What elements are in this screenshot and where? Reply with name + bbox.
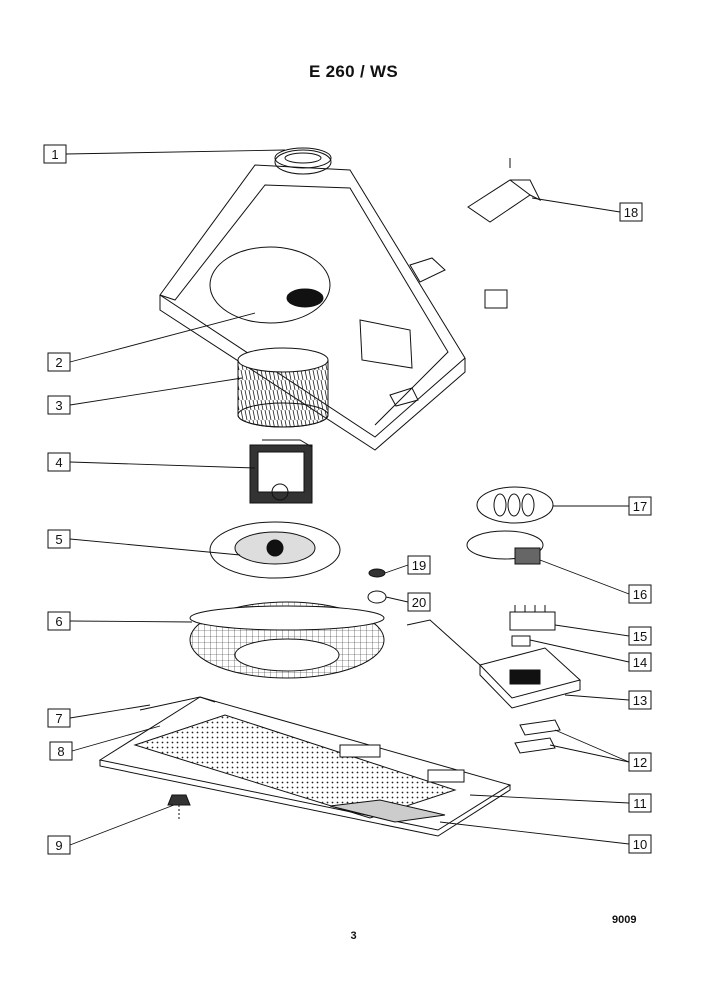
lamp-cover [476, 486, 554, 524]
callout-20: 20 [412, 595, 426, 610]
lamp [466, 530, 544, 565]
callout-10: 10 [633, 837, 647, 852]
blower-wheel [237, 347, 329, 428]
brackets [514, 719, 561, 754]
callout-7: 7 [55, 711, 62, 726]
callout-16: 16 [633, 587, 647, 602]
callout-18: 18 [624, 205, 638, 220]
callout-5: 5 [55, 532, 62, 547]
callout-15: 15 [633, 629, 647, 644]
callout-1: 1 [51, 147, 58, 162]
callout-19: 19 [412, 558, 426, 573]
knob [167, 794, 191, 820]
callout-17: 17 [633, 499, 647, 514]
small-knobs [367, 568, 387, 604]
motor [249, 439, 313, 504]
switch-strip [509, 605, 556, 647]
diagram-title: E 260 / WS [309, 62, 398, 81]
motor-plate [209, 521, 341, 579]
control-box [406, 619, 582, 709]
page-number: 3 [350, 930, 357, 942]
callout-8: 8 [57, 744, 64, 759]
callout-boxes [43, 144, 652, 855]
leader-lines [65, 149, 630, 846]
callout-labels: 1 2 3 4 5 6 7 8 9 10 11 12 13 14 15 16 1… [51, 147, 647, 853]
vent-cap [274, 147, 332, 175]
document-code: 9009 [612, 914, 637, 926]
switch-bracket [467, 158, 542, 309]
mesh-filter [189, 601, 385, 679]
callout-3: 3 [55, 398, 62, 413]
callout-14: 14 [633, 655, 647, 670]
callout-9: 9 [55, 838, 62, 853]
callout-6: 6 [55, 614, 62, 629]
front-strip [329, 799, 446, 823]
bottom-panel [98, 696, 512, 837]
callout-13: 13 [633, 693, 647, 708]
callout-4: 4 [55, 455, 62, 470]
callout-11: 11 [633, 796, 647, 811]
callout-2: 2 [55, 355, 62, 370]
callout-12: 12 [633, 755, 647, 770]
hood-housing [159, 164, 466, 451]
